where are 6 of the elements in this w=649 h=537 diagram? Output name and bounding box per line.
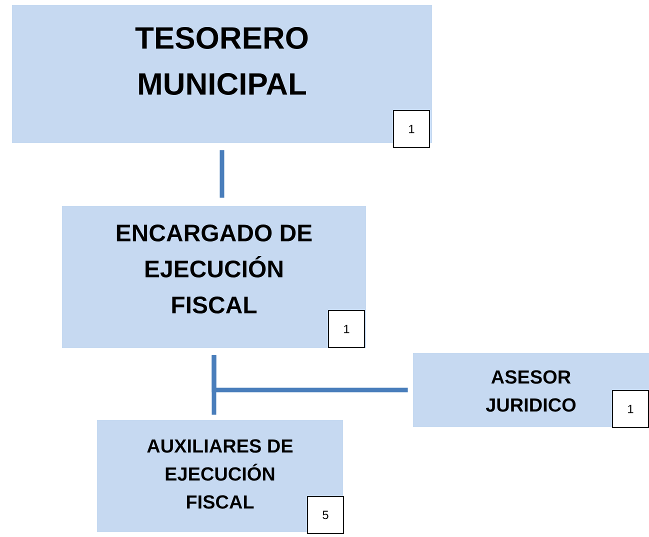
number-box: 5 — [307, 496, 344, 534]
connector-line — [212, 355, 216, 415]
number-box: 1 — [328, 310, 365, 348]
connector-line — [220, 150, 224, 198]
number-box: 1 — [612, 390, 649, 428]
number-box: 1 — [393, 110, 430, 148]
